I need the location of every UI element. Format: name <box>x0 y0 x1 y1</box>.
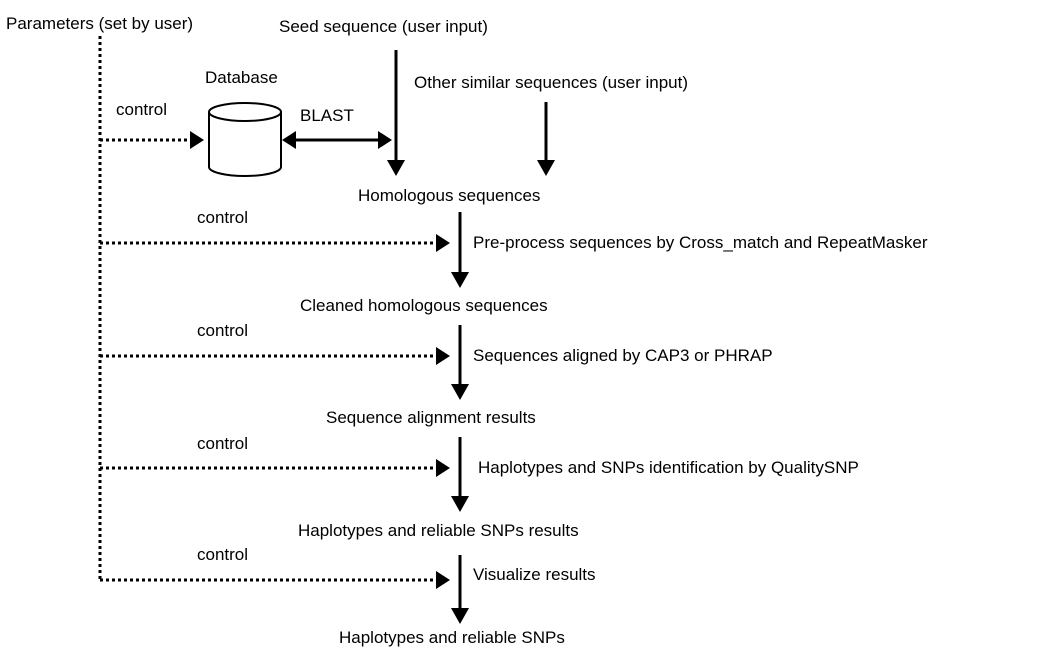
seed-sequence-arrowhead <box>387 160 405 176</box>
preprocess-step-label: Pre-process sequences by Cross_match and… <box>473 233 928 252</box>
align-step-label: Sequences aligned by CAP3 or PHRAP <box>473 346 773 365</box>
alignment-results-label: Sequence alignment results <box>326 408 536 427</box>
seed-sequence-label: Seed sequence (user input) <box>279 17 488 36</box>
visualize-arrowhead <box>451 608 469 624</box>
parameters-label: Parameters (set by user) <box>6 14 194 33</box>
control-to-align-arrowhead <box>436 347 450 365</box>
control-to-visualize-arrowhead <box>436 571 450 589</box>
control-label-database: control <box>116 100 168 119</box>
align-arrowhead <box>451 384 469 400</box>
preprocess-arrowhead <box>451 272 469 288</box>
cleaned-sequences-label: Cleaned homologous sequences <box>300 296 548 315</box>
haplotypes-arrowhead <box>451 496 469 512</box>
control-label-align: control <box>197 321 249 340</box>
control-label-preprocess: control <box>197 208 249 227</box>
database-label: Database <box>205 68 278 87</box>
haplotypes-step-label: Haplotypes and SNPs identification by Qu… <box>478 458 859 477</box>
final-output-label: Haplotypes and reliable SNPs <box>339 628 565 647</box>
control-to-database-arrowhead <box>190 131 204 149</box>
database-cylinder-icon <box>208 102 282 177</box>
visualize-step-label: Visualize results <box>473 565 596 584</box>
other-sequences-label: Other similar sequences (user input) <box>414 73 689 92</box>
blast-arrowhead-left <box>282 131 296 149</box>
other-sequences-arrowhead <box>537 160 555 176</box>
control-to-preprocess-arrowhead <box>436 234 450 252</box>
control-to-haplotypes-arrowhead <box>436 459 450 477</box>
control-label-haplotypes: control <box>197 434 249 453</box>
homologous-sequences-label: Homologous sequences <box>358 186 541 205</box>
blast-label: BLAST <box>300 106 354 125</box>
control-label-visualize: control <box>197 545 249 564</box>
haplotypes-results-label: Haplotypes and reliable SNPs results <box>298 521 579 540</box>
blast-arrowhead-right <box>378 131 392 149</box>
